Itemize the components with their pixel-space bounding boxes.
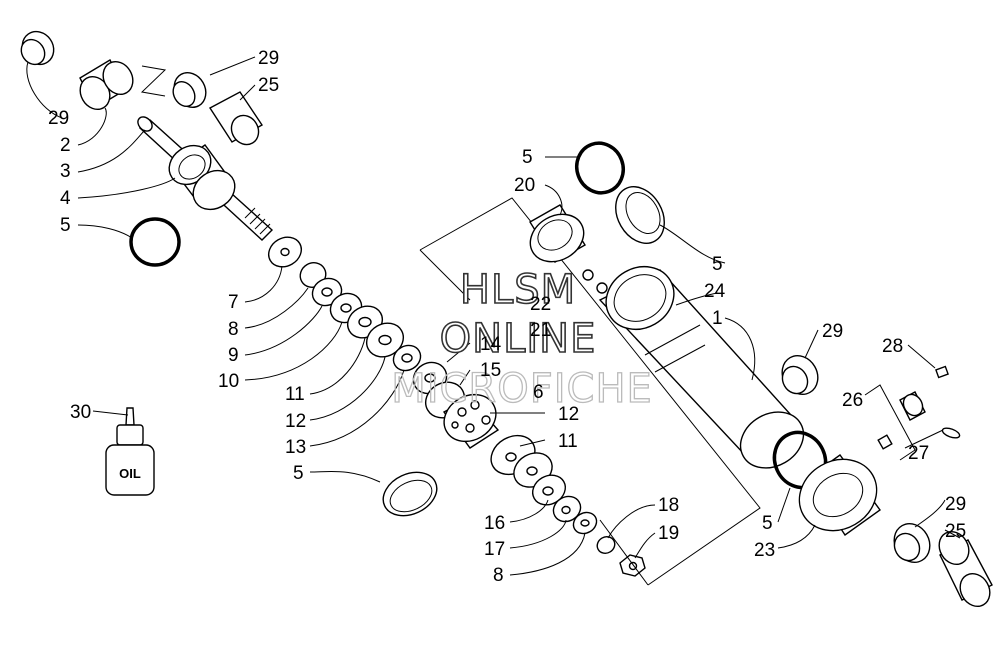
callout-3: 3 <box>60 161 71 182</box>
bushing-29-right <box>781 355 819 395</box>
callout-12-left: 12 <box>285 411 306 432</box>
shock-body-1 <box>598 265 805 469</box>
callout-8-upper: 8 <box>228 319 239 340</box>
reservoir-cap-20 <box>529 204 586 263</box>
callout-8-lower: 8 <box>493 565 504 586</box>
callout-19: 19 <box>658 523 679 544</box>
callout-17: 17 <box>484 539 505 560</box>
callout-11-left: 11 <box>285 384 305 405</box>
callout-18: 18 <box>658 495 679 516</box>
bushing-29-top <box>172 72 207 108</box>
callout-6: 6 <box>533 382 544 403</box>
oil-bottle-label: OIL <box>119 466 141 481</box>
o-ring-5-left <box>129 217 181 267</box>
callout-16: 16 <box>484 513 505 534</box>
clip-27 <box>941 427 961 439</box>
callout-7: 7 <box>228 292 239 313</box>
bracket-tick-upper <box>419 249 471 301</box>
callout-30: 30 <box>70 402 91 423</box>
callout-5-band: 5 <box>293 463 304 484</box>
bushing-29-bottom-right <box>893 523 931 563</box>
callout-4: 4 <box>60 188 71 209</box>
callout-1: 1 <box>712 308 723 329</box>
bushing-link-line <box>140 65 167 97</box>
valve-assembly-26 <box>877 391 926 450</box>
watermark-line-1: HLSM <box>460 267 576 313</box>
callout-9: 9 <box>228 345 239 366</box>
callout-2: 2 <box>60 135 71 156</box>
valve-bracket <box>864 384 916 461</box>
callout-14: 14 <box>480 334 502 355</box>
callout-13: 13 <box>285 437 306 458</box>
callout-5-right: 5 <box>762 513 773 534</box>
callout-11-right: 11 <box>558 431 578 452</box>
callout-10: 10 <box>218 371 239 392</box>
shaft-eye-body-4 <box>168 144 236 211</box>
callout-20: 20 <box>514 175 535 196</box>
o-ring-5-center <box>575 141 625 195</box>
callout-5-center: 5 <box>522 147 533 168</box>
leader-lines <box>26 56 961 576</box>
callout-25-top: 25 <box>258 75 279 96</box>
callout-24: 24 <box>704 281 726 302</box>
sleeve-25-top <box>208 91 263 146</box>
callout-22: 22 <box>530 294 551 315</box>
callout-29-bottom-right: 29 <box>945 494 966 515</box>
piston-6 <box>442 393 500 449</box>
bushing-29-top-left <box>20 30 55 66</box>
callout-numbers: 29 2 3 4 5 29 25 7 8 9 10 11 12 13 5 14 … <box>48 48 966 586</box>
callout-23: 23 <box>754 540 775 561</box>
sleeve-25-bottom-right <box>938 530 993 608</box>
callout-29-right: 29 <box>822 321 843 342</box>
callout-15: 15 <box>480 360 501 381</box>
oil-bottle-30: OIL <box>105 407 155 496</box>
bracket-tick-lower <box>599 519 649 586</box>
callout-28: 28 <box>882 336 903 357</box>
sleeve-2 <box>79 59 134 111</box>
callout-25-bottom-right: 25 <box>945 521 966 542</box>
callout-21: 21 <box>530 320 551 341</box>
watermark-line-2: ONLINE <box>440 316 597 362</box>
valve-22 <box>582 269 608 294</box>
seal-ring-5-center <box>615 186 665 244</box>
assembly-bracket-line <box>419 197 761 586</box>
watermark-line-3: MICROFICHE <box>391 366 653 412</box>
callout-5-left: 5 <box>60 215 71 236</box>
callout-29-top: 29 <box>258 48 279 69</box>
screw-28 <box>935 365 949 379</box>
body-eye-23 <box>798 454 881 536</box>
callout-27: 27 <box>908 443 929 464</box>
callout-29-top-left: 29 <box>48 108 69 129</box>
washer-stack-lower <box>490 434 646 577</box>
callout-26: 26 <box>842 390 863 411</box>
washer-stack-left <box>267 236 465 419</box>
watermark: HLSM ONLINE MICROFICHE <box>391 266 653 412</box>
callout-12-right: 12 <box>558 404 579 425</box>
piston-band-5 <box>382 471 438 517</box>
callout-5-seal: 5 <box>712 254 723 275</box>
